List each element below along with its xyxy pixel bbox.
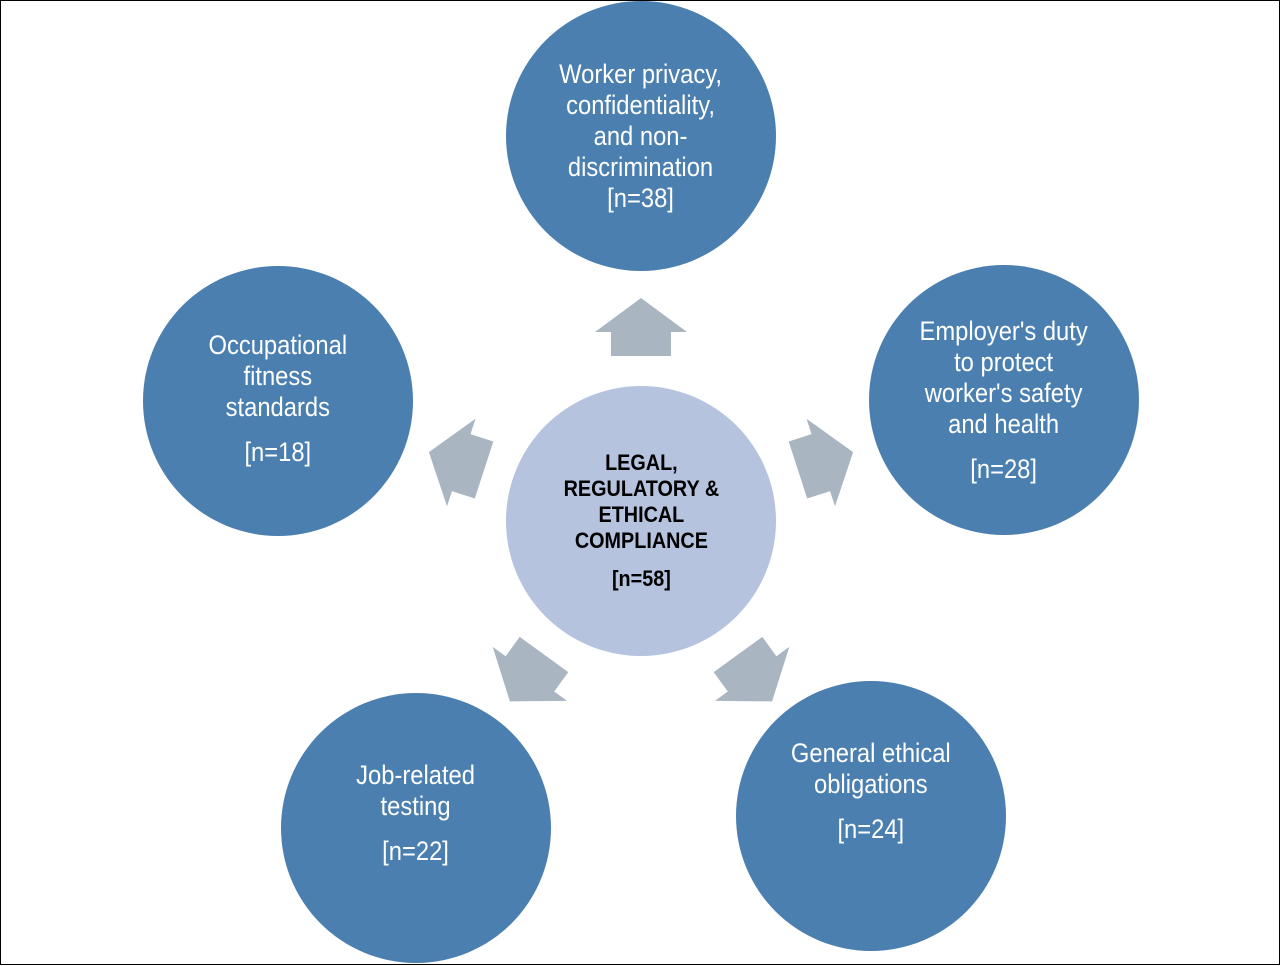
arrow-to-fitness xyxy=(428,418,494,507)
arrow-to-employer-duty xyxy=(788,418,854,507)
arrow-to-privacy xyxy=(595,298,687,356)
arrow-to-ethical xyxy=(713,636,790,702)
node-privacy-count: [n=38] xyxy=(607,182,675,213)
center-node: LEGAL, REGULATORY & ETHICAL COMPLIANCE [… xyxy=(506,386,776,656)
node-ethical-label: General ethical obligations [n=24] xyxy=(786,738,956,845)
node-fitness-label: Occupational fitness standards [n=18] xyxy=(203,330,352,468)
node-privacy-line-1: Worker privacy, xyxy=(559,58,723,89)
node-fitness: Occupational fitness standards [n=18] xyxy=(143,266,413,536)
arrow-to-testing xyxy=(492,636,569,702)
node-testing-label: Job-related testing [n=22] xyxy=(351,760,480,867)
node-testing-line-2: testing xyxy=(380,790,452,821)
node-ethical: General ethical obligations [n=24] xyxy=(736,681,1006,951)
center-title-line-3: ETHICAL xyxy=(598,502,684,527)
center-title-line-4: COMPLIANCE xyxy=(574,528,708,553)
node-employer-duty-line-4: and health xyxy=(948,408,1060,439)
node-testing-count: [n=22] xyxy=(382,835,450,866)
node-testing-line-1: Job-related xyxy=(356,759,476,790)
center-title-line-2: REGULATORY & xyxy=(563,476,719,501)
node-employer-duty-count: [n=28] xyxy=(970,453,1038,484)
node-employer-duty-line-2: to protect xyxy=(954,346,1054,377)
node-privacy-line-2: confidentiality, xyxy=(566,89,716,120)
node-privacy-line-4: discrimination xyxy=(568,151,714,182)
node-fitness-line-3: standards xyxy=(225,391,331,422)
center-node-label: LEGAL, REGULATORY & ETHICAL COMPLIANCE [… xyxy=(558,450,724,592)
node-fitness-line-1: Occupational xyxy=(208,329,348,360)
center-count: [n=58] xyxy=(611,566,671,591)
node-privacy-line-3: and non- xyxy=(594,120,688,151)
node-employer-duty-line-3: worker's safety xyxy=(925,377,1083,408)
node-privacy: Worker privacy, confidentiality, and non… xyxy=(506,1,776,271)
node-employer-duty: Employer's duty to protect worker's safe… xyxy=(869,265,1139,535)
node-testing: Job-related testing [n=22] xyxy=(281,693,551,963)
node-ethical-count: [n=24] xyxy=(837,813,905,844)
center-title-line-1: LEGAL, xyxy=(604,450,678,475)
node-fitness-count: [n=18] xyxy=(244,436,312,467)
node-employer-duty-label: Employer's duty to protect worker's safe… xyxy=(915,316,1094,485)
node-ethical-line-1: General ethical xyxy=(791,737,951,768)
node-fitness-line-2: fitness xyxy=(243,360,313,391)
node-privacy-label: Worker privacy, confidentiality, and non… xyxy=(554,59,727,214)
node-ethical-line-2: obligations xyxy=(814,768,928,799)
node-employer-duty-line-1: Employer's duty xyxy=(919,315,1089,346)
